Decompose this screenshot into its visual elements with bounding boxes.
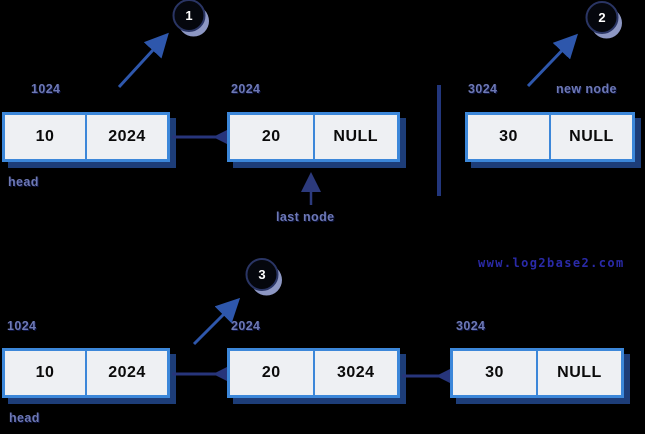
- address-label-2024-top: 2024: [231, 82, 261, 96]
- badge-circle: [585, 1, 619, 34]
- head-label-bottom: head: [9, 411, 40, 425]
- badge-circle: [172, 0, 206, 32]
- data-cell: 30: [468, 115, 551, 159]
- bottom-node-1024: 10 2024: [2, 348, 170, 398]
- data-cell: 10: [5, 115, 87, 159]
- bottom-node-2024: 20 3024: [227, 348, 400, 398]
- next-cell: NULL: [333, 128, 379, 145]
- connector-top-1024-to-2024: [172, 130, 227, 144]
- top-node-2024: 20 NULL: [227, 112, 400, 162]
- head-label-top: head: [8, 175, 39, 189]
- step-2-number: 2: [598, 10, 605, 25]
- connector-bottom-1024-to-2024: [172, 367, 227, 381]
- step-1-arrow: [117, 32, 169, 89]
- top-node-1024: 10 2024: [2, 112, 170, 162]
- badge-circle: [245, 258, 279, 291]
- step-3-number: 3: [258, 267, 265, 282]
- connector-bottom-2024-to-3024: [402, 369, 450, 383]
- step-3-badge: 3: [245, 258, 282, 296]
- address-label-3024-bottom: 3024: [456, 319, 486, 333]
- step-2-arrow: [526, 33, 578, 88]
- bottom-node-3024: 30 NULL: [450, 348, 624, 398]
- data-cell: 10: [5, 351, 87, 395]
- top-new-node-3024: 30 NULL: [465, 112, 635, 162]
- watermark: www.log2base2.com: [478, 256, 625, 270]
- address-label-3024-top: 3024: [468, 82, 498, 96]
- last-node-label: last node: [276, 210, 335, 224]
- next-cell: 2024: [108, 364, 146, 381]
- new-node-caption: new node: [556, 82, 617, 96]
- address-label-1024-top: 1024: [31, 82, 61, 96]
- next-cell: 2024: [108, 128, 146, 145]
- address-label-2024-bottom: 2024: [231, 319, 261, 333]
- step-2-badge: 2: [585, 1, 622, 39]
- step-1-badge: 1: [172, 0, 209, 37]
- step-3-arrow: [192, 297, 241, 346]
- next-cell: NULL: [557, 364, 602, 381]
- next-cell: NULL: [569, 128, 614, 145]
- data-cell: 30: [453, 351, 538, 395]
- step-1-number: 1: [185, 8, 192, 23]
- address-label-1024-bottom: 1024: [7, 319, 37, 333]
- data-cell: 20: [230, 351, 315, 395]
- next-cell: 3024: [336, 364, 375, 381]
- data-cell: 20: [230, 115, 315, 159]
